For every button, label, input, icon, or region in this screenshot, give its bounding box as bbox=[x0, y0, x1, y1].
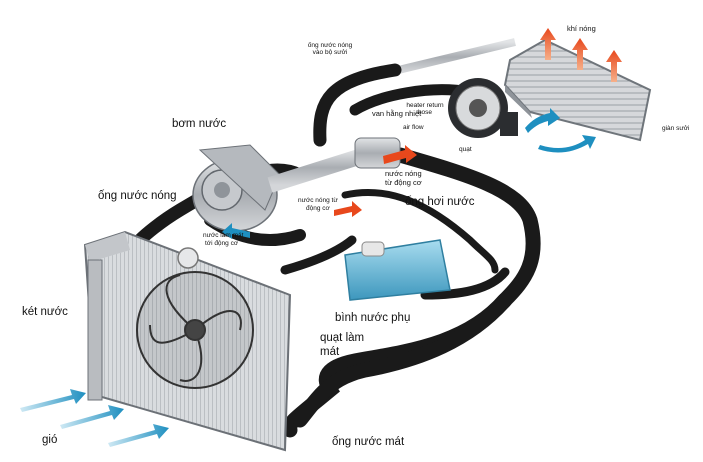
coolant-reservoir bbox=[344, 239, 451, 301]
label-reservoir: bình nước phụ bbox=[335, 312, 411, 324]
label-hot-water-from-engine-1: nước nóng bbox=[385, 169, 422, 178]
wind-arrows bbox=[20, 389, 169, 447]
label-cooling-fan-2: mát bbox=[320, 346, 340, 358]
hot-flow-arrows bbox=[334, 145, 417, 217]
label-hot-gas: khí nóng bbox=[567, 24, 596, 33]
label-cool-water-to-engine-2: tới động cơ bbox=[205, 240, 239, 247]
label-hot-water-to-engine-2: động cơ bbox=[306, 205, 330, 212]
label-water-pump: bơm nước bbox=[172, 118, 227, 130]
label-blower-fan: quạt bbox=[459, 146, 472, 153]
label-heater-return-hose: heater return hose bbox=[406, 102, 444, 117]
label-hot-water-from-engine-2: từ động cơ bbox=[385, 178, 422, 187]
label-cool-water-pipe: ống nước mát bbox=[332, 436, 405, 448]
blower-fan bbox=[448, 78, 518, 138]
label-vapor-pipe: ống hơi nước bbox=[405, 196, 475, 208]
label-wind: gió bbox=[42, 434, 58, 446]
thermostat-housing bbox=[354, 137, 401, 169]
label-hot-water-to-heater: ống nước nóng vào bộ sưởi bbox=[307, 42, 353, 57]
label-hot-water-to-engine-1: nước nóng từ bbox=[298, 197, 338, 204]
cooling-fan bbox=[136, 271, 254, 389]
label-cool-water-to-engine-1: nước làm mát bbox=[203, 232, 244, 239]
cool-flow-arrows bbox=[222, 108, 596, 239]
heater-metal-pipe bbox=[389, 38, 516, 76]
label-cooling-fan-1: quạt làm bbox=[320, 332, 365, 344]
radiator bbox=[83, 230, 292, 452]
label-air-flow: air flow bbox=[403, 124, 424, 131]
label-heater-core: giàn sưởi bbox=[662, 125, 690, 132]
water-pump bbox=[192, 144, 281, 232]
label-radiator: két nước bbox=[22, 306, 68, 318]
hot-air-arrows bbox=[540, 28, 622, 82]
label-hot-water-pipe: ống nước nóng bbox=[98, 190, 177, 202]
label-thermostat: van hằng nhiệt bbox=[372, 109, 422, 118]
